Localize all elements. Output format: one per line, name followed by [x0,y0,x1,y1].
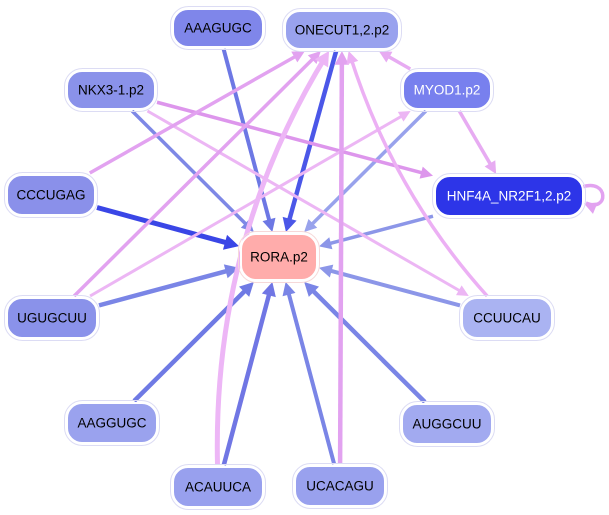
node-CCCUGAG[interactable]: CCCUGAG [4,172,98,218]
edge-MYOD1-HNF4A [457,110,497,174]
edge-UCACAGU-RORA [282,282,337,465]
edge-CCCUGAG-RORA [96,205,239,250]
edge-arrowhead [397,111,411,122]
node-body[interactable] [240,233,318,281]
edge-NKX3-1-RORA [130,109,254,232]
node-outline [399,401,495,447]
edge-arrowhead [304,218,318,232]
node-body[interactable] [172,466,264,508]
edge-arrowhead [291,51,305,63]
edge-MYOD1-ONECUT [378,51,412,71]
edge-HNF4A-HNF4A [581,183,605,214]
node-MYOD1[interactable]: MYOD1.p2 [400,68,494,112]
node-AAGGUGC[interactable]: AAGGUGC [64,400,160,446]
node-NKX3-1[interactable]: NKX3-1.p2 [64,68,158,112]
edge-arrowhead [239,282,254,297]
node-outline [292,463,388,509]
node-HNF4A[interactable]: HNF4A_NR2F1,2.p2 [432,173,586,219]
node-body[interactable] [66,402,158,444]
node-body[interactable] [284,10,400,50]
edge-UCACAGU-ONECUT [334,51,350,465]
node-body[interactable] [66,70,156,110]
edge-CCUUCAU-ONECUT [346,51,489,298]
edge-arrowhead [334,51,350,65]
edge-arrowhead [262,217,276,232]
node-body[interactable] [434,175,584,217]
node-outline [170,6,266,50]
node-AAAGUGC[interactable]: AAAGUGC [170,6,266,50]
node-ACAUUCA[interactable]: ACAUUCA [170,464,266,510]
node-AUGGCUU[interactable]: AUGGCUU [399,401,495,447]
edge-arrowhead [484,160,497,174]
edge-AUGGCUU-RORA [304,282,427,404]
edge-arrowhead [456,285,469,296]
edge-MYOD1-RORA [304,109,428,232]
edge-arrowhead [378,51,393,63]
node-UCACAGU[interactable]: UCACAGU [292,463,388,509]
edge-NKX3-1-HNF4A [156,100,433,179]
node-body[interactable] [402,70,492,110]
node-outline [170,464,266,510]
node-outline [4,172,98,218]
edge-arrowhead [319,237,333,250]
node-body[interactable] [461,297,553,339]
node-ONECUT[interactable]: ONECUT1,2.p2 [282,8,402,52]
edge-CCUUCAU-RORA [319,264,461,308]
edge-AAGGUGC-RORA [132,282,254,403]
node-body[interactable] [6,174,96,216]
edge-arrowhead [319,264,334,278]
edge-arrowhead [346,51,359,65]
node-body[interactable] [294,465,386,507]
node-outline [400,68,494,112]
edge-arrowhead [261,282,276,298]
edge-arrowhead [282,282,296,297]
node-CCUUCAU[interactable]: CCUUCAU [459,295,555,341]
node-outline [282,8,402,52]
edge-UGUGCUU-RORA [98,264,239,308]
edge-arrowhead [282,216,297,232]
node-outline [238,231,320,283]
edge-arrowhead [419,166,433,179]
node-RORA[interactable]: RORA.p2 [238,231,320,283]
edge-arrowhead [222,234,239,250]
edge-arrowhead [314,51,330,68]
node-outline [64,400,160,446]
edge-CCCUGAG-ONECUT [88,51,305,175]
node-body[interactable] [6,297,98,339]
node-body[interactable] [401,403,493,445]
edge-arrowhead [304,282,319,297]
node-outline [64,68,158,112]
edge-UGUGCUU-MYOD1 [89,111,411,298]
node-outline [4,295,100,341]
edge-NKX3-1-CCUUCAU [146,109,469,296]
node-UGUGCUU[interactable]: UGUGCUU [4,295,100,341]
edge-ACAUUCA-RORA [221,282,276,466]
node-outline [432,173,586,219]
edge-arrowhead [584,202,598,214]
node-outline [459,295,555,341]
node-body[interactable] [172,8,264,48]
